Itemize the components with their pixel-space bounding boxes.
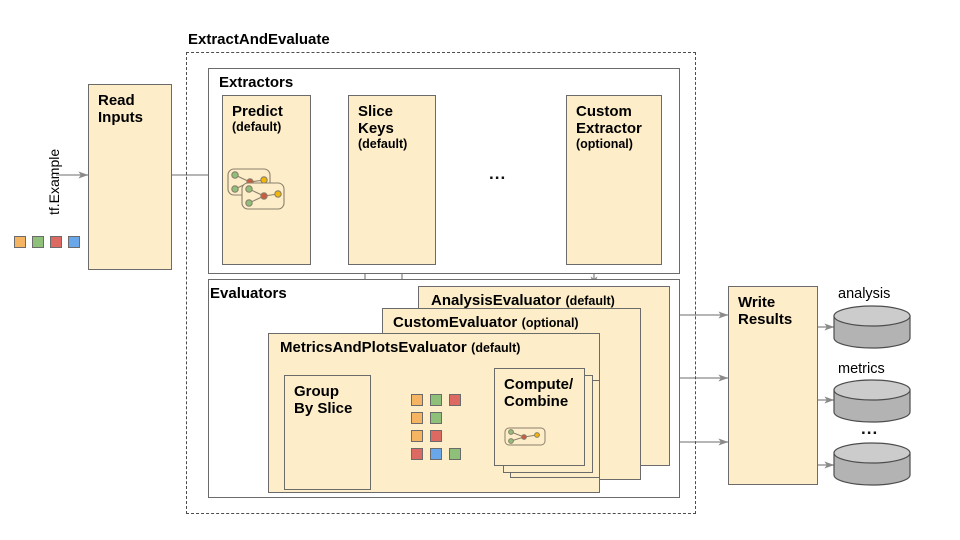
output-metrics-label: metrics <box>838 361 885 377</box>
slice-chip-red <box>430 430 442 442</box>
chip-green <box>32 236 44 248</box>
extractors-label: Extractors <box>219 74 294 91</box>
model-graph-icon <box>227 168 285 210</box>
slice-chip-orange <box>411 430 423 442</box>
extractor-slice-keys-sub: (default) <box>358 137 408 151</box>
extract-and-evaluate-label: ExtractAndEvaluate <box>188 31 330 48</box>
evaluators-label: Evaluators <box>210 285 287 302</box>
write-results-label: Write Results <box>738 294 793 328</box>
extractors-ellipsis: ... <box>489 164 507 183</box>
evaluator-custom-title: CustomEvaluator <box>393 314 518 331</box>
write-results-box[interactable]: Write Results <box>728 286 818 485</box>
evaluator-analysis-title: AnalysisEvaluator <box>431 292 562 309</box>
evaluator-metrics-sub: (default) <box>471 341 521 355</box>
slice-chip-orange <box>411 412 423 424</box>
compute-graph-icon <box>504 427 546 446</box>
extractor-predict-sub: (default) <box>232 120 282 134</box>
extractor-slice-keys-box[interactable]: Slice Keys (default) <box>348 95 436 265</box>
output-analysis-label: analysis <box>838 286 891 302</box>
extractor-slice-keys-title: Slice Keys <box>358 103 394 137</box>
chip-red <box>50 236 62 248</box>
group-by-slice-label: Group By Slice <box>294 383 353 417</box>
slice-chip-green <box>449 448 461 460</box>
extractor-custom-sub: (optional) <box>576 137 633 151</box>
extractor-custom-title: Custom Extractor <box>576 103 642 137</box>
other-datastore-icon <box>833 442 911 486</box>
slice-chip-green <box>430 394 442 406</box>
slice-chip-green <box>430 412 442 424</box>
read-inputs-box[interactable]: Read Inputs <box>88 84 172 270</box>
evaluator-metrics-title: MetricsAndPlotsEvaluator <box>280 339 467 356</box>
slice-chip-blue <box>430 448 442 460</box>
extractor-custom-box[interactable]: Custom Extractor (optional) <box>566 95 662 265</box>
evaluator-custom-sub: (optional) <box>521 316 579 330</box>
evaluator-analysis-sub: (default) <box>565 294 615 308</box>
compute-combine-box[interactable]: Compute/ Combine <box>494 368 585 466</box>
metrics-datastore-icon <box>833 379 911 423</box>
extract-and-evaluate-container <box>186 52 696 514</box>
output-other-label: ... <box>861 419 879 438</box>
input-stream-label: tf.Example <box>46 148 62 215</box>
group-by-slice-box[interactable]: Group By Slice <box>284 375 371 490</box>
slice-chip-red <box>411 448 423 460</box>
slice-chip-red <box>449 394 461 406</box>
slice-chip-orange <box>411 394 423 406</box>
analysis-datastore-icon <box>833 305 911 349</box>
read-inputs-label: Read Inputs <box>98 92 143 126</box>
compute-combine-label: Compute/ Combine <box>504 376 574 410</box>
chip-orange <box>14 236 26 248</box>
extractor-predict-title: Predict <box>232 103 283 120</box>
chip-blue <box>68 236 80 248</box>
